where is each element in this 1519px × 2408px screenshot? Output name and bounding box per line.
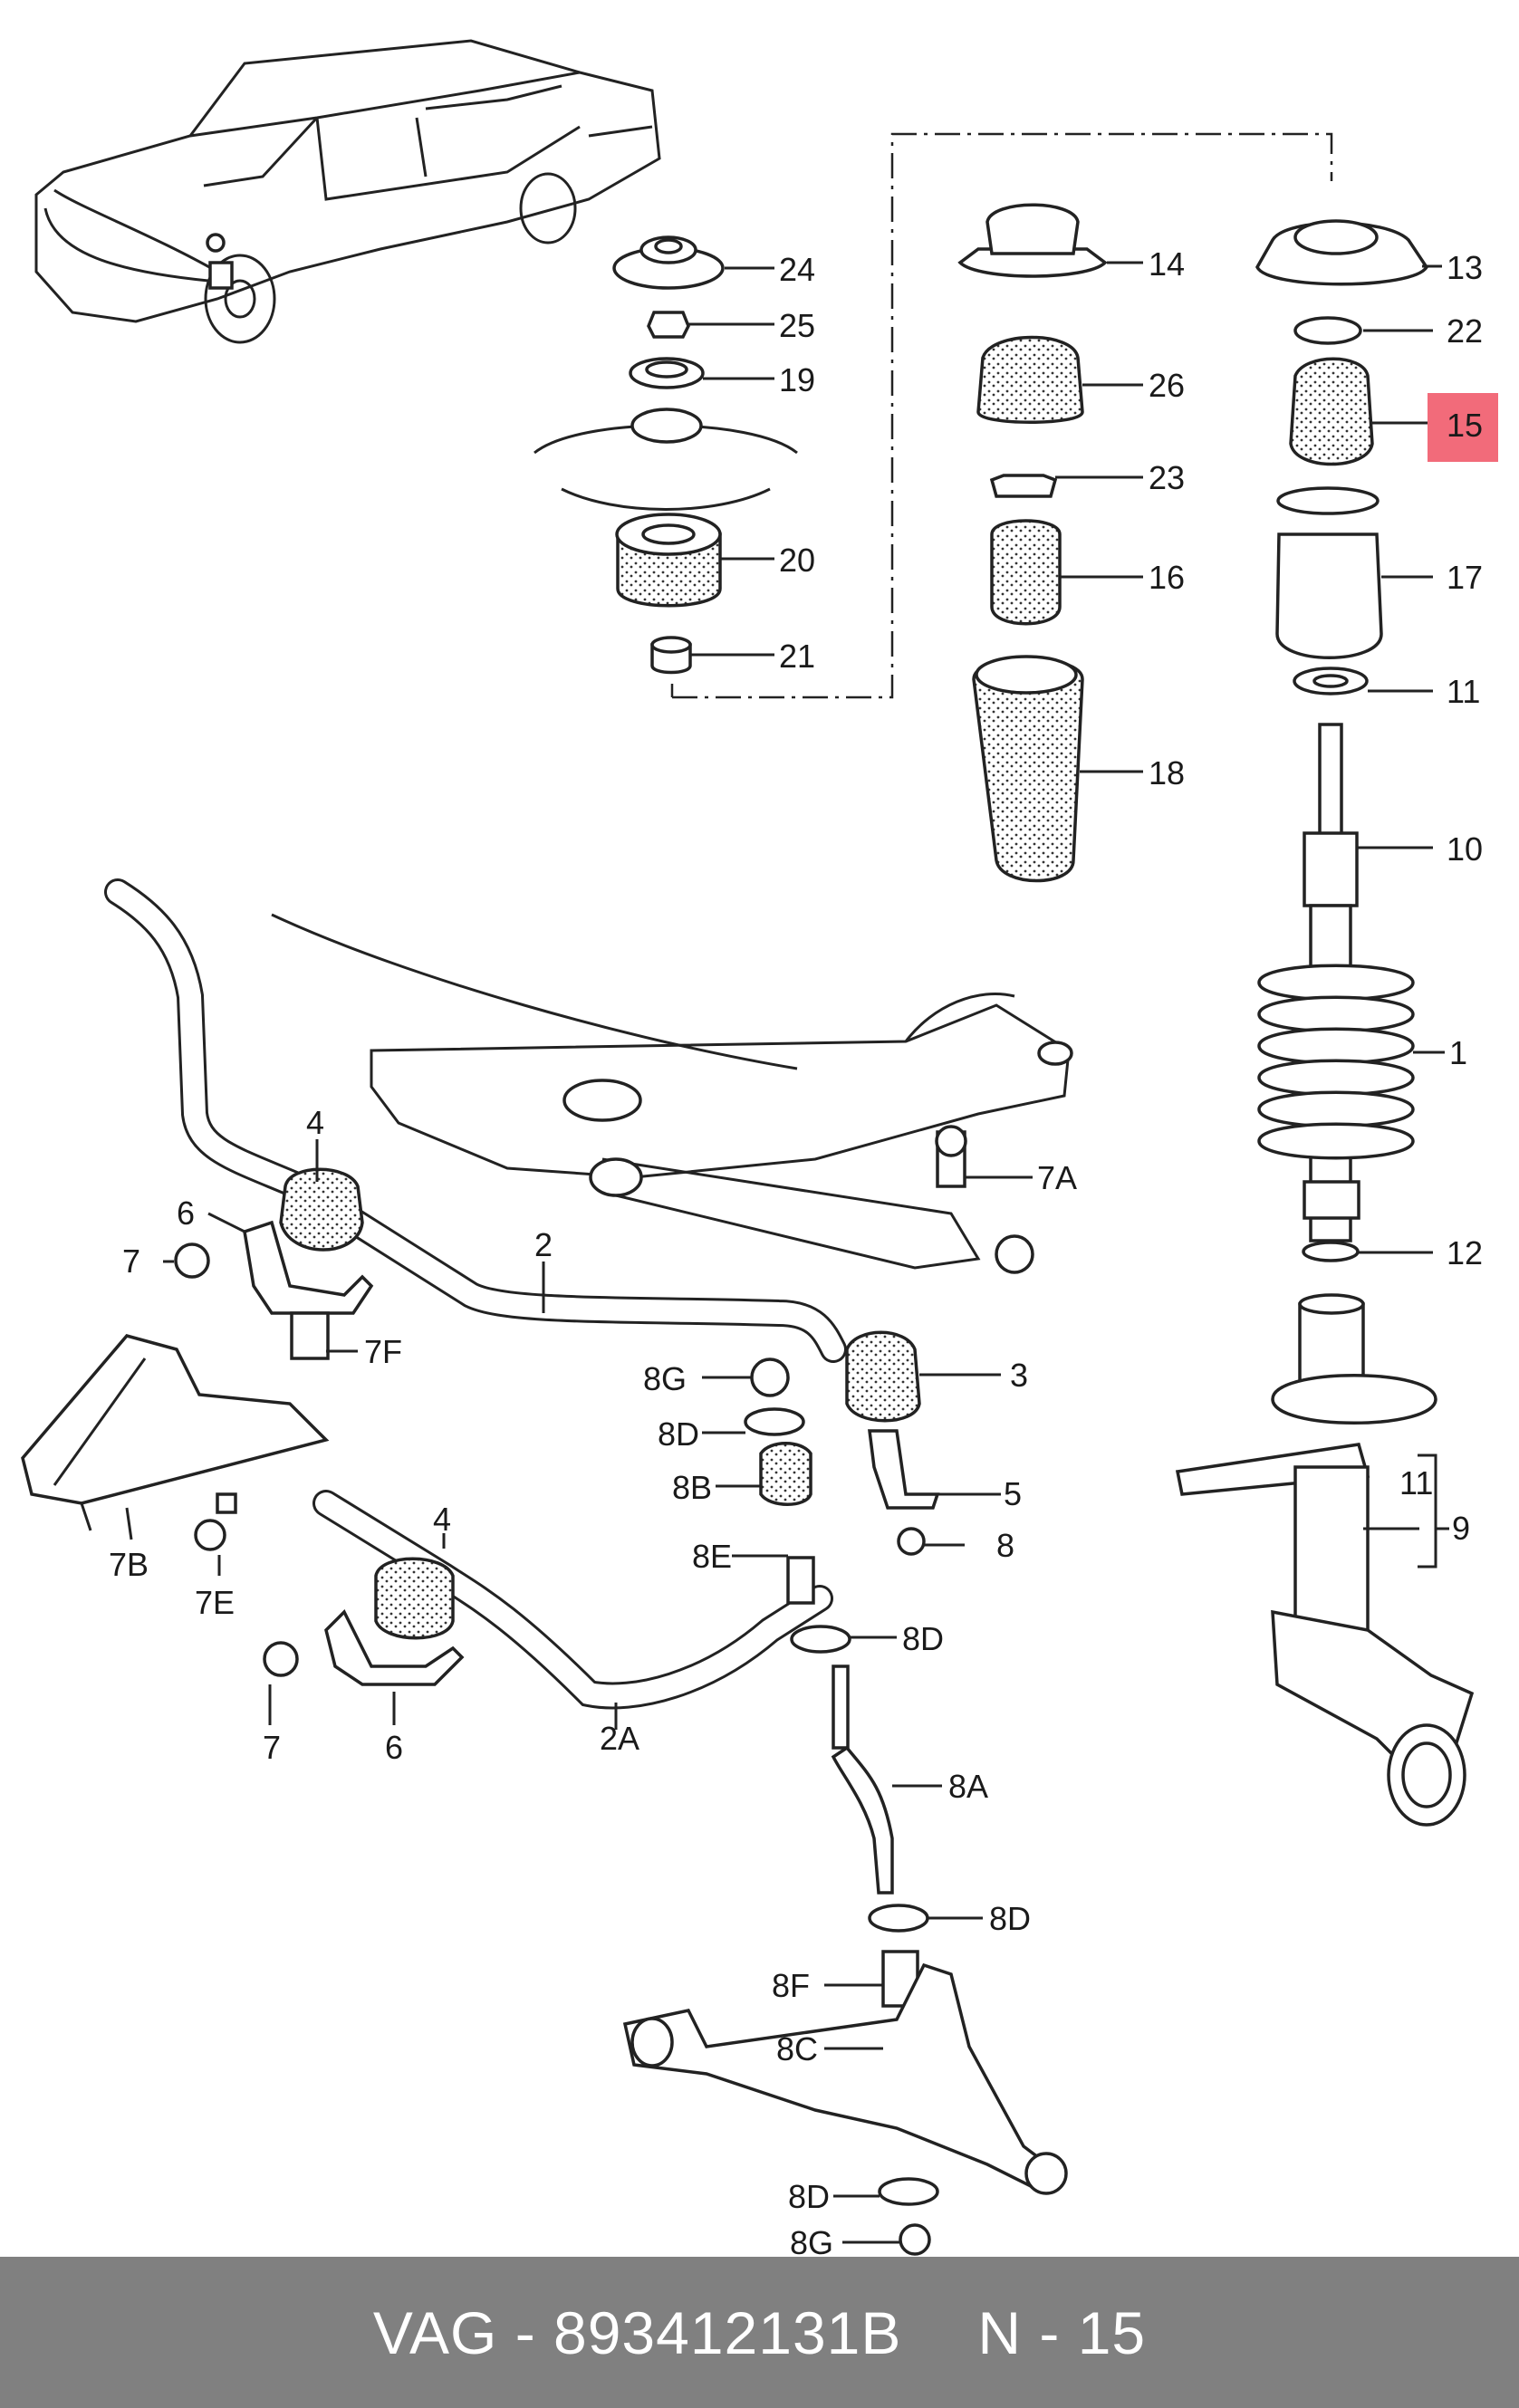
callout-20: 20 [779, 542, 815, 579]
callout-2: 2 [534, 1226, 553, 1263]
callout-7-bottom: 7 [263, 1729, 281, 1766]
callout-7F: 7F [364, 1333, 402, 1370]
callout-8D-b: 8D [902, 1620, 944, 1657]
callout-8F: 8F [772, 1967, 810, 2004]
callout-8: 8 [996, 1527, 1014, 1564]
part-number-footer: VAG - 893412131B N - 15 [0, 2257, 1519, 2408]
callout-8D-a: 8D [658, 1415, 699, 1453]
brand-label: VAG [372, 2298, 498, 2366]
callout-23: 23 [1149, 459, 1185, 496]
callout-8C: 8C [776, 2030, 818, 2067]
callout-8A: 8A [948, 1768, 988, 1805]
callout-7-top: 7 [122, 1242, 140, 1280]
callout-10: 10 [1447, 830, 1483, 868]
callout-13: 13 [1447, 249, 1483, 286]
part-number: 893412131B [553, 2298, 902, 2366]
callout-8D-d: 8D [788, 2178, 830, 2215]
callout-8D-c: 8D [989, 1900, 1031, 1937]
front-strut-assembly [1175, 219, 1475, 1827]
callout-7B: 7B [109, 1546, 149, 1583]
callout-24: 24 [779, 251, 815, 288]
callout-8B: 8B [672, 1469, 712, 1506]
bracket-7b [21, 1334, 330, 1531]
callout-7E: 7E [195, 1584, 235, 1621]
highlight-box [1428, 393, 1498, 462]
callout-16: 16 [1149, 559, 1185, 596]
callout-15: 15 [1447, 407, 1483, 444]
callout-22: 22 [1447, 312, 1483, 350]
callout-8E: 8E [692, 1538, 732, 1575]
middle-strut-kit [957, 203, 1108, 883]
callout-17: 17 [1447, 559, 1483, 596]
callout-1: 1 [1449, 1034, 1467, 1071]
kit-bracket-frame [670, 132, 1333, 699]
callout-21: 21 [779, 638, 815, 675]
callout-4-top: 4 [306, 1104, 324, 1141]
callout-11-bottom: 11 [1399, 1464, 1433, 1501]
callout-18: 18 [1149, 754, 1185, 791]
callout-12: 12 [1447, 1234, 1483, 1271]
callout-8G-top: 8G [643, 1360, 687, 1397]
callout-11-top: 11 [1447, 673, 1480, 710]
top-mount-assembly [534, 235, 798, 675]
callout-6-bottom: 6 [385, 1729, 403, 1766]
callout-25: 25 [779, 307, 815, 344]
car-illustration [34, 39, 661, 344]
callout-labels: 24 25 19 20 21 14 26 23 16 18 13 22 15 1… [109, 245, 1483, 2257]
suspension-exploded-diagram: 24 25 19 20 21 14 26 23 16 18 13 22 15 1… [21, 39, 1498, 2257]
control-arm [622, 1962, 1068, 2195]
subframe [271, 913, 1073, 1270]
callout-6-top: 6 [177, 1194, 195, 1232]
callout-8G-bottom: 8G [790, 2224, 833, 2257]
callout-9: 9 [1452, 1510, 1470, 1547]
leader-lines [125, 261, 1449, 2244]
callout-7A: 7A [1037, 1159, 1077, 1196]
callout-14: 14 [1149, 245, 1185, 283]
callout-5: 5 [1004, 1475, 1022, 1512]
separator: - [514, 2298, 536, 2366]
callout-19: 19 [779, 361, 815, 398]
callout-2A: 2A [600, 1720, 639, 1757]
reference-label: N - 15 [977, 2298, 1147, 2366]
stabilizer-bar-2a [312, 1490, 833, 1710]
stabilizer-bar [104, 878, 921, 1423]
callout-3: 3 [1010, 1357, 1028, 1394]
callout-26: 26 [1149, 367, 1185, 404]
fasteners [174, 1125, 1034, 2256]
callout-4-bottom: 4 [433, 1501, 451, 1538]
